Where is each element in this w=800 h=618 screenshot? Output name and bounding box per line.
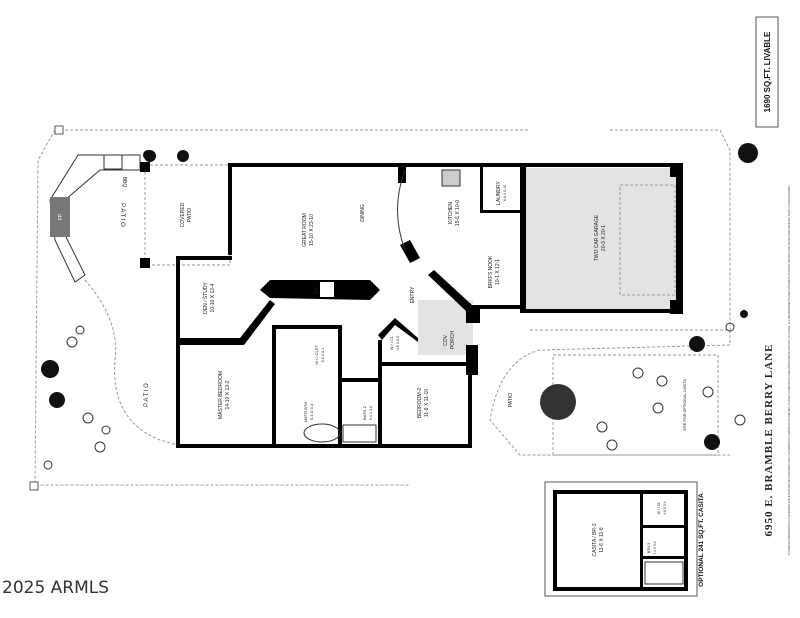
- casita-title: OPTIONAL 241 SQ.FT. CASITA: [698, 493, 705, 587]
- outdoor-fireplace: [50, 197, 70, 237]
- wi-cl-label: W / I CL: [389, 335, 394, 350]
- patio-bottom-label: P A T I O: [144, 383, 150, 407]
- laundry-dim: 6-8 X 6-10: [503, 185, 507, 201]
- master-bath-label: MSTR BTH: [303, 402, 308, 423]
- wi-clst-label: W / I CLST: [314, 345, 319, 365]
- kitchen-label: KITCHEN: [448, 202, 454, 224]
- outdoor-fp-label: FP: [58, 213, 64, 220]
- tree-icon: [177, 150, 189, 162]
- master-tub: [303, 423, 341, 443]
- wi-cl-dim: 4-6 X 6-0: [396, 336, 400, 350]
- casita-labels: CASITA / BR-3 11-6 X 11-8 W / I CL 4-6 X…: [592, 493, 705, 587]
- garage-label: TWO CAR GARAGE: [594, 214, 600, 261]
- tree-icon: [689, 336, 705, 352]
- room-labels: P A T I O BBQ FP COVERED PATIO GREAT ROO…: [58, 177, 687, 431]
- livable-area-label: 1690 SQ.FT. LIVABLE: [763, 31, 772, 112]
- cooktop: [441, 169, 461, 187]
- brkfst-nook-label: BRKFS NOOK: [488, 255, 494, 288]
- covered-patio-label: COVERED: [180, 202, 186, 227]
- indoor-fp-label: FP: [314, 286, 320, 293]
- tree-icon: [738, 143, 758, 163]
- casita: [544, 481, 698, 597]
- outdoor-patio: [49, 154, 179, 446]
- tree-icon: [704, 434, 720, 450]
- wi-clst-dim: 6-6 X 6-1: [321, 348, 325, 362]
- patio-right-label: PATIO: [508, 393, 514, 407]
- tree-icon: [540, 384, 576, 420]
- bedroom2-label: BEDROOM-2: [417, 388, 423, 419]
- fireplace: [320, 282, 334, 297]
- bedroom2-dim: 11-9 X 11-10: [424, 389, 430, 417]
- master-bedroom-dim: 14-10 X 13-2: [225, 380, 231, 409]
- den-dim: 10-10 X 12-4: [210, 283, 216, 312]
- tree-icon: [41, 360, 59, 378]
- great-room-dim: 15-10 X 23-10: [309, 214, 315, 246]
- address-title: 6950 E. BRAMBLE BERRY LANE: [763, 344, 775, 537]
- tree-icon: [143, 150, 153, 160]
- casita-wi-cl-dim: 4-6 X 5-4: [663, 501, 667, 514]
- master-bedroom-label: MASTER BEDROOM: [218, 371, 224, 419]
- entry-label: ENTRY: [410, 286, 416, 304]
- bbq-grill: [103, 154, 123, 170]
- kitchen-dim: 15-6 X 10-0: [455, 200, 461, 226]
- disclaimer-text: FLOORPLANS/RENDERING IS INTENDED FOR ILL…: [787, 185, 791, 555]
- great-room-label: GREAT ROOM: [302, 213, 308, 247]
- patio-left-label: P A T I O: [119, 203, 125, 227]
- garage-floor: [525, 168, 677, 310]
- lot-boundary: [29, 125, 731, 491]
- tree-icon: [49, 392, 65, 408]
- cov-porch-label-2: PORCH: [450, 331, 456, 349]
- casita-room-label: CASITA / BR-3: [592, 523, 598, 556]
- shrubs: [43, 322, 746, 470]
- laundry-label: LAUNDRY: [496, 180, 502, 204]
- bath2-dim: 9-4 X 5-0: [369, 406, 373, 420]
- watermark: 2025 ARMLS: [2, 578, 110, 598]
- brkfst-nook-dim: 10-1 X 12-1: [495, 259, 501, 285]
- casita-site-label: SITE FOR OPTIONAL CASITA: [683, 378, 687, 431]
- casita-wi-cl-label: W / I CL: [657, 502, 661, 515]
- bath2-tub: [342, 424, 377, 443]
- casita-room-dim: 11-6 X 11-8: [599, 527, 605, 553]
- den-label: DEN / STUDY: [203, 282, 209, 314]
- cov-porch-label: COV.: [443, 334, 449, 346]
- livable-area-box: [755, 16, 779, 128]
- covered-patio-label-2: PATIO: [187, 208, 193, 222]
- bath2-label: BATH-2: [362, 405, 367, 420]
- dining-label: DINING: [360, 204, 366, 222]
- casita-bath-dim: 7-4 X 5-4: [653, 541, 657, 554]
- trees: [41, 143, 758, 450]
- garage-dim: 20-3 X 20-1: [601, 225, 607, 251]
- tree-icon: [740, 310, 748, 318]
- master-bath-dim: 9-4 X 9-4: [309, 403, 314, 420]
- casita-bath-label: BTH-3: [647, 543, 651, 553]
- bbq-label: BBQ: [121, 177, 127, 188]
